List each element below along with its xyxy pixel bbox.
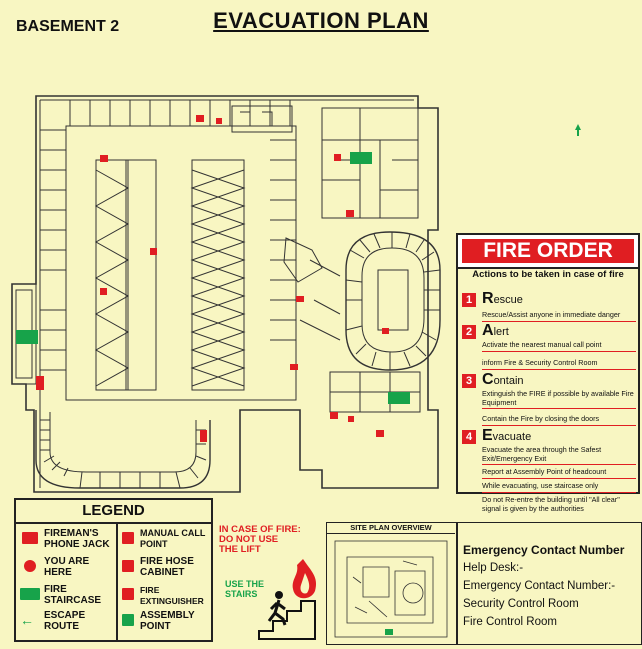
legend-item: MANUAL CALL POINT xyxy=(140,528,206,549)
call-point-icon xyxy=(122,532,134,544)
step-line: Activate the nearest manual call point xyxy=(482,340,636,352)
floor-label: BASEMENT 2 xyxy=(16,18,120,35)
fire-room-label: Fire Control Room xyxy=(463,616,557,628)
fire-order-subtitle: Actions to be taken in case of fire xyxy=(472,269,624,280)
emergency-title: Emergency Contact Number xyxy=(463,543,625,557)
step-line: Rescue/Assist anyone in immediate danger xyxy=(482,310,636,322)
assembly-point-icon xyxy=(122,614,134,626)
stairs-person-icon xyxy=(258,559,317,640)
hose-cabinet-icon xyxy=(122,560,134,572)
escape-arrow-icon: ← xyxy=(20,612,34,628)
lift-warning-sign: IN CASE OF FIRE: DO NOT USE THE LIFT USE… xyxy=(219,525,323,643)
left-parking-stalls xyxy=(40,129,66,371)
step-line: Extinguish the FIRE if possible by avail… xyxy=(482,389,636,409)
staircase-icon xyxy=(388,392,410,404)
emergency-contact-panel: Emergency Contact Number Help Desk:- Eme… xyxy=(456,522,642,645)
extinguisher-icon xyxy=(216,118,222,124)
site-plan-overview: SITE PLAN OVERVIEW xyxy=(326,522,458,645)
extinguisher-icon xyxy=(376,430,384,437)
fire-order-title: FIRE ORDER xyxy=(462,239,634,263)
parking-block-3 xyxy=(125,159,157,391)
staircase-icon xyxy=(16,330,38,344)
extinguisher-icon xyxy=(330,412,338,419)
extinguisher-icon xyxy=(382,328,389,334)
extinguisher-icon xyxy=(296,296,304,302)
phone-jack-icon xyxy=(22,532,38,544)
step-line: inform Fire & Security Control Room xyxy=(482,358,636,370)
site-plan-map xyxy=(334,540,448,638)
fire-order-panel: FIRE ORDER Actions to be taken in case o… xyxy=(456,233,640,512)
step-line: While evacuating, use staircase only xyxy=(482,481,636,493)
extinguisher-icon xyxy=(346,210,354,217)
legend-item: ASSEMBLY POINT xyxy=(140,610,195,632)
staircase-icon xyxy=(20,588,40,600)
extinguisher-icon xyxy=(348,416,354,422)
emergency-number-label: Emergency Contact Number:- xyxy=(463,580,616,592)
legend-item: ESCAPE ROUTE xyxy=(44,610,86,632)
extinguisher-icon xyxy=(200,430,207,442)
extinguisher-icon xyxy=(36,376,44,390)
extinguisher-icon xyxy=(150,248,157,255)
parking-block-1 xyxy=(95,159,129,391)
you-are-here-icon xyxy=(24,560,36,572)
site-plan-title: SITE PLAN OVERVIEW xyxy=(327,523,455,534)
legend-title: LEGEND xyxy=(16,500,211,524)
legend-panel: LEGEND FIREMAN'S PHONE JACK MANUAL CALL … xyxy=(14,498,213,642)
legend-item: YOU ARE HERE xyxy=(44,556,90,578)
legend-item: FIREMAN'S PHONE JACK xyxy=(44,528,110,550)
top-parking-stalls xyxy=(69,100,291,126)
extinguisher-icon xyxy=(100,288,107,295)
building-outline xyxy=(11,95,439,493)
bottom-ramp xyxy=(35,410,211,489)
extinguisher-icon xyxy=(196,115,204,122)
step-line: Report at Assembly Point of headcount xyxy=(482,467,636,479)
extinguisher-icon xyxy=(122,588,134,600)
extinguisher-icon xyxy=(290,364,298,370)
security-room-label: Security Control Room xyxy=(463,598,579,610)
extinguisher-icon xyxy=(100,155,108,162)
parking-block-2 xyxy=(191,159,245,391)
help-desk-label: Help Desk:- xyxy=(463,562,524,574)
legend-item: FIRE STAIRCASE xyxy=(44,584,102,606)
legend-item: FIRE EXTINGUISHER xyxy=(140,585,204,606)
service-core xyxy=(321,107,419,219)
fire-equipment-markers xyxy=(36,115,389,442)
north-arrow-icon xyxy=(575,124,581,136)
staircase-icon xyxy=(350,152,372,164)
step-line: Evacuate the area through the Safest Exi… xyxy=(482,445,636,465)
step-line: Contain the Fire by closing the doors xyxy=(482,414,636,426)
right-ramp xyxy=(345,231,441,371)
extinguisher-icon xyxy=(334,154,341,161)
page-title: EVACUATION PLAN xyxy=(213,8,429,33)
step-line: Do not Re-entre the building until "All … xyxy=(482,495,620,513)
legend-item: FIRE HOSE CABINET xyxy=(140,556,194,578)
